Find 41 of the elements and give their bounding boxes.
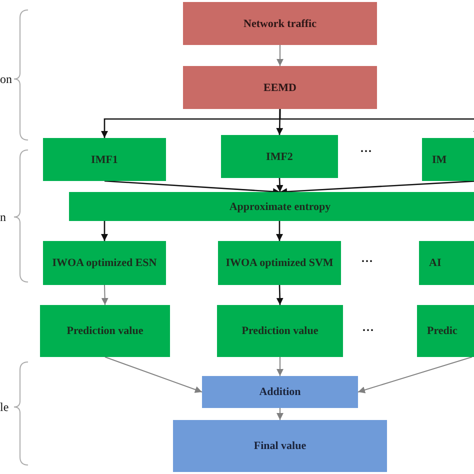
box-label: IM bbox=[432, 154, 447, 166]
process-box bbox=[43, 138, 166, 181]
arrow bbox=[358, 356, 472, 394]
arrow bbox=[101, 221, 108, 241]
box-label: Approximate entropy bbox=[229, 200, 331, 212]
section-label: n bbox=[0, 210, 6, 225]
section-label: le bbox=[0, 400, 9, 415]
box-label: IWOA optimized ESN bbox=[52, 257, 157, 269]
ellipsis: ··· bbox=[360, 144, 372, 159]
arrow bbox=[101, 284, 108, 306]
process-box bbox=[173, 420, 387, 472]
box-label: Network traffic bbox=[244, 18, 316, 30]
process-box bbox=[202, 376, 358, 408]
process-box bbox=[69, 192, 474, 221]
process-box bbox=[40, 305, 170, 357]
process-box bbox=[217, 305, 343, 357]
arrow bbox=[104, 356, 202, 393]
arrow bbox=[276, 44, 284, 66]
arrow bbox=[276, 178, 284, 192]
section-label: on bbox=[0, 72, 12, 87]
box-label: IMF1 bbox=[91, 154, 118, 166]
arrow bbox=[276, 284, 284, 306]
process-box bbox=[183, 66, 377, 109]
box-label: AI bbox=[429, 257, 442, 269]
box-label: EEMD bbox=[264, 82, 296, 94]
box-label: Predic bbox=[427, 325, 458, 337]
box-label: Prediction value bbox=[66, 325, 144, 337]
box-label: Prediction value bbox=[242, 325, 318, 337]
box-label: IMF2 bbox=[266, 150, 293, 162]
arrow bbox=[276, 408, 284, 420]
arrow bbox=[276, 221, 283, 241]
process-box bbox=[183, 2, 377, 45]
box-label: Addition bbox=[259, 386, 301, 398]
box-label: IWOA optimized SVM bbox=[226, 257, 334, 269]
box-label: Final value bbox=[254, 440, 306, 452]
process-box bbox=[218, 241, 341, 285]
process-box bbox=[221, 135, 338, 178]
ellipsis: ··· bbox=[361, 254, 374, 269]
arrow bbox=[276, 356, 284, 376]
ellipsis: ··· bbox=[362, 323, 374, 338]
process-box bbox=[43, 241, 166, 285]
